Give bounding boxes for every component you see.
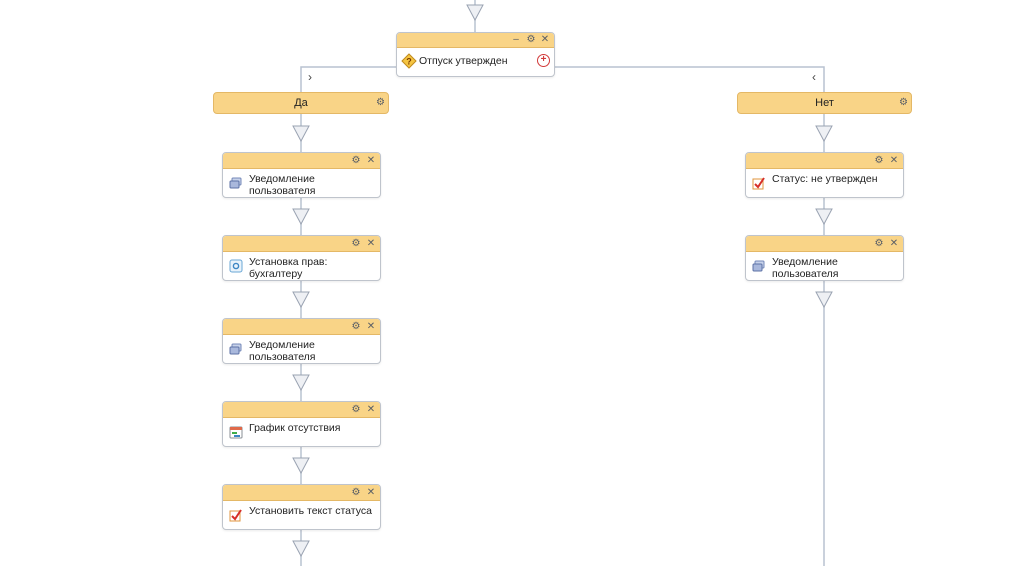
step-label: Уведомление пользователя [249,339,316,363]
permissions-icon [229,259,243,273]
flow-arrow [815,125,833,143]
gear-icon[interactable]: ⚙ [526,34,536,45]
notification-icon [229,343,242,355]
chevron-left-icon[interactable]: ‹ [812,70,816,84]
step-block[interactable]: ⚙ ✕ Установка прав: бухгалтеру [222,235,381,281]
branch-yes[interactable]: Да ⚙ [213,92,389,114]
gear-icon[interactable]: ⚙ [376,97,385,108]
gear-icon[interactable]: ⚙ [351,487,361,498]
condition-title: Отпуск утвержден [419,55,508,67]
close-icon[interactable]: ✕ [889,155,899,166]
close-icon[interactable]: ✕ [366,238,376,249]
step-block[interactable]: ⚙ ✕ Уведомление пользователя [745,235,904,281]
step-body: Уведомление пользователя [229,172,376,197]
flow-arrow [815,208,833,226]
status-check-icon [752,177,765,190]
gear-icon[interactable]: ⚙ [351,321,361,332]
step-block[interactable]: ⚙ ✕ Уведомление пользователя [222,152,381,198]
step-block[interactable]: ⚙ ✕ Уведомление пользователя [222,318,381,364]
flow-arrow [292,457,310,475]
flow-arrow [292,125,310,143]
svg-text:?: ? [406,57,412,67]
step-label: Установить текст статуса [249,505,372,517]
step-header: ⚙ ✕ [223,236,380,252]
close-icon[interactable]: ✕ [366,487,376,498]
branch-no-label: Нет [815,97,834,109]
step-header: ⚙ ✕ [746,153,903,169]
gear-icon[interactable]: ⚙ [351,238,361,249]
step-label: График отсутствия [249,422,341,434]
step-label: Установка прав: бухгалтеру [249,256,328,280]
step-body: Уведомление пользователя [752,255,899,280]
minimize-icon[interactable]: – [513,34,519,45]
flow-arrow [815,291,833,309]
gear-icon[interactable]: ⚙ [899,97,908,108]
step-header: ⚙ ✕ [223,402,380,418]
branch-no[interactable]: Нет ⚙ [737,92,912,114]
condition-block[interactable]: – ⚙ ✕ ? Отпуск утвержден + [396,32,555,77]
condition-question-icon: ? [401,53,417,69]
close-icon[interactable]: ✕ [366,155,376,166]
step-label: Уведомление пользователя [772,256,839,280]
flow-arrow [292,374,310,392]
flow-arrow [292,208,310,226]
gear-icon[interactable]: ⚙ [874,155,884,166]
flow-arrow [292,540,310,558]
step-body: Установка прав: бухгалтеру [229,255,376,280]
gear-icon[interactable]: ⚙ [351,404,361,415]
gear-icon[interactable]: ⚙ [351,155,361,166]
close-icon[interactable]: ✕ [366,404,376,415]
step-body: График отсутствия [229,421,376,439]
add-icon[interactable]: + [537,54,550,67]
notification-icon [752,260,765,272]
step-block[interactable]: ⚙ ✕ Статус: не утвержден [745,152,904,198]
step-header: ⚙ ✕ [746,236,903,252]
step-body: Уведомление пользователя [229,338,376,363]
step-label: Статус: не утвержден [772,173,878,185]
notification-icon [229,177,242,189]
branch-yes-label: Да [294,97,308,109]
step-label: Уведомление пользователя [249,173,316,197]
step-block[interactable]: ⚙ ✕ График отсутствия [222,401,381,447]
calendar-icon [229,426,243,439]
flow-arrow [466,4,484,22]
step-header: ⚙ ✕ [223,153,380,169]
gear-icon[interactable]: ⚙ [874,238,884,249]
close-icon[interactable]: ✕ [540,34,550,45]
status-check-icon [229,509,242,522]
step-header: ⚙ ✕ [223,485,380,501]
step-header: ⚙ ✕ [223,319,380,335]
step-body: Установить текст статуса [229,504,376,522]
step-block[interactable]: ⚙ ✕ Установить текст статуса [222,484,381,530]
condition-header: – ⚙ ✕ [397,33,554,48]
close-icon[interactable]: ✕ [889,238,899,249]
flow-arrow [292,291,310,309]
chevron-right-icon[interactable]: › [308,70,312,84]
close-icon[interactable]: ✕ [366,321,376,332]
step-body: Статус: не утвержден [752,172,899,190]
